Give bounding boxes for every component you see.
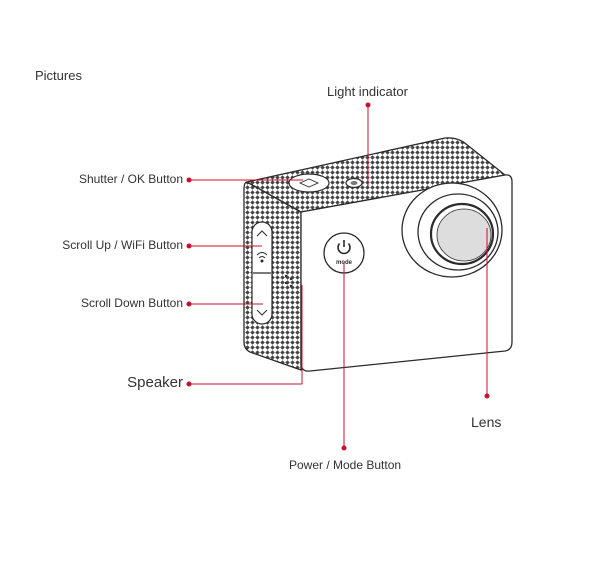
leader-light-indicator: [365, 102, 371, 186]
side-button-panel: [251, 221, 273, 325]
leader-power: [341, 262, 347, 451]
label-light-indicator: Light indicator: [327, 84, 408, 99]
leader-scroll-down: [186, 301, 263, 307]
label-scroll-down-button: Scroll Down Button: [80, 296, 183, 310]
label-speaker: Speaker: [127, 374, 183, 391]
leader-shutter: [186, 177, 303, 183]
label-shutter-ok-button: Shutter / OK Button: [78, 172, 183, 186]
scroll-up-wifi-button[interactable]: [256, 230, 268, 263]
top-grip-panel: [246, 137, 506, 213]
leader-lens: [484, 228, 490, 399]
label-power-mode-button: Power / Mode Button: [289, 458, 402, 472]
camera-lens: [401, 182, 503, 278]
light-indicator: [345, 177, 363, 189]
camera-shutter-icon: [298, 178, 320, 188]
power-icon: [337, 240, 351, 255]
leader-speaker: [186, 285, 303, 387]
leader-scroll-up: [186, 243, 262, 249]
chevron-down-icon: [256, 309, 268, 316]
shutter-ok-button[interactable]: [288, 173, 330, 193]
label-lens: Lens: [471, 414, 502, 430]
chevron-up-icon: [256, 230, 268, 237]
label-scroll-up-wifi-button: Scroll Up / WiFi Button: [62, 238, 183, 252]
speaker-grille: [284, 274, 293, 288]
scroll-down-button[interactable]: [256, 309, 268, 316]
wifi-icon: [256, 252, 268, 259]
leader-lines: [186, 102, 490, 451]
section-title: Pictures: [35, 68, 82, 83]
